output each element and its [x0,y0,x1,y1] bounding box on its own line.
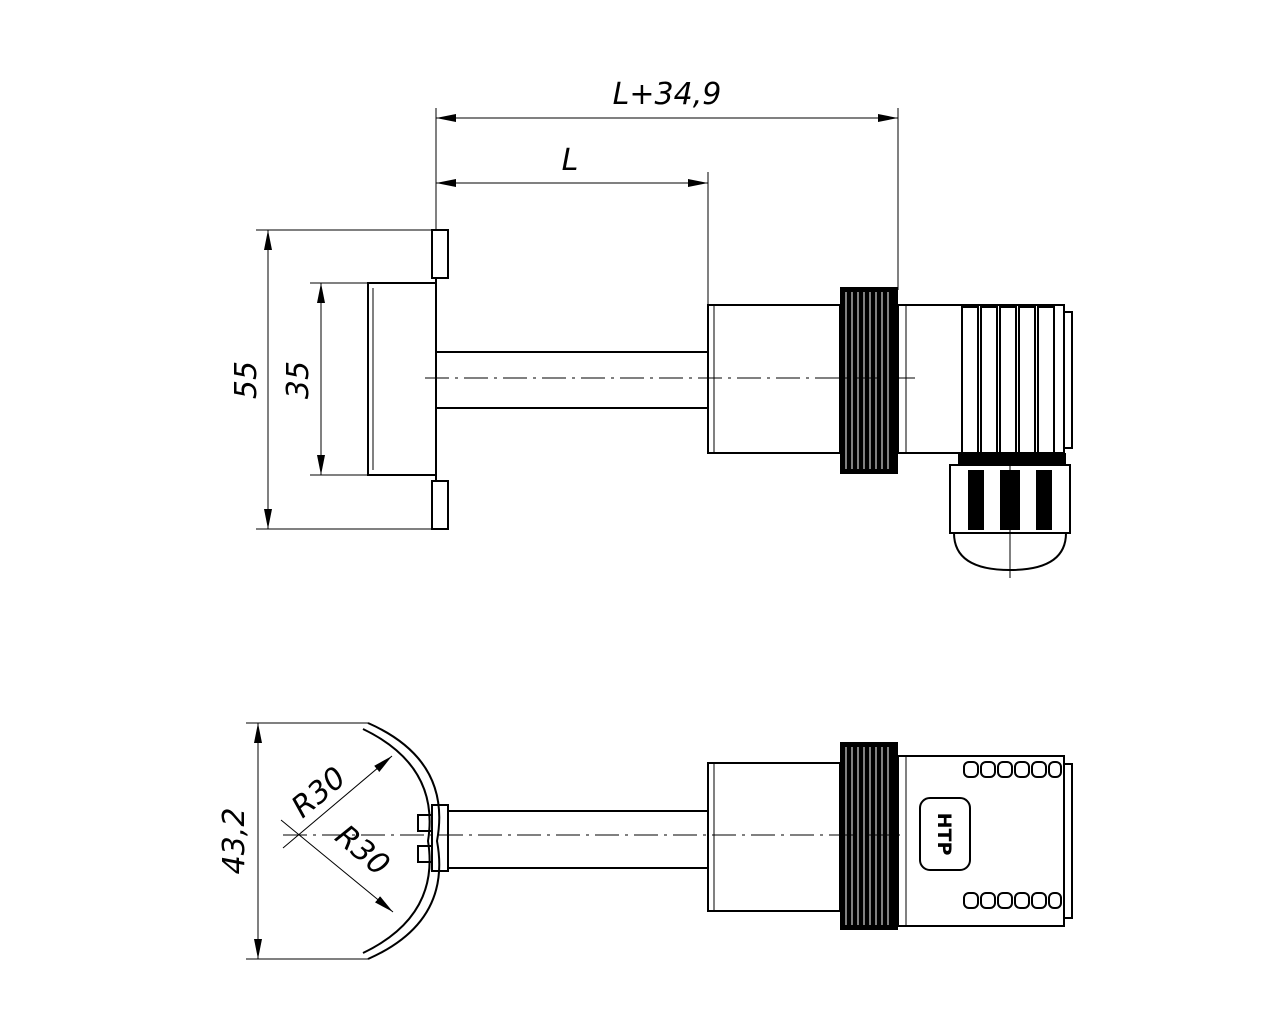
connector-top: НТР [897,755,1073,927]
knurled-nut-top [840,742,898,930]
logo-badge [919,797,971,871]
dimension-overall-length: L+34,9 [435,77,899,290]
logo-text: НТР [933,813,955,856]
dimension-overall-length-label: L+34,9 [613,77,722,112]
top-view: 43,2 R30 R30 [217,722,1073,960]
dimension-flange-inner-label: 35 [281,361,316,399]
grip-ribs-upper [963,761,1062,778]
dimension-flange-inner: 35 [281,282,368,476]
radius-lower-label: R30 [328,818,396,883]
cable-gland [949,458,1071,578]
angled-connector [897,304,1073,465]
radius-leaders: R30 R30 [280,755,396,913]
dimension-front-width-label: 43,2 [217,808,252,875]
side-view: L+34,9 L 55 35 [229,77,1073,578]
sensor-body-top [707,762,841,912]
radius-upper-label: R30 [285,760,353,825]
sensor-body [707,304,841,454]
curved-shield [362,722,449,960]
dimension-probe-length: L [436,143,709,305]
probe-rod-top [448,810,708,869]
dimension-flange-height: 55 [229,229,436,530]
grip-ribs-lower [963,892,1062,909]
dimension-flange-height-label: 55 [229,361,264,399]
knurled-nut [840,287,898,474]
dimension-front-width: 43,2 [217,722,368,960]
dimension-probe-length-label: L [562,143,579,178]
mounting-flange [367,229,449,530]
probe-rod [436,351,708,409]
